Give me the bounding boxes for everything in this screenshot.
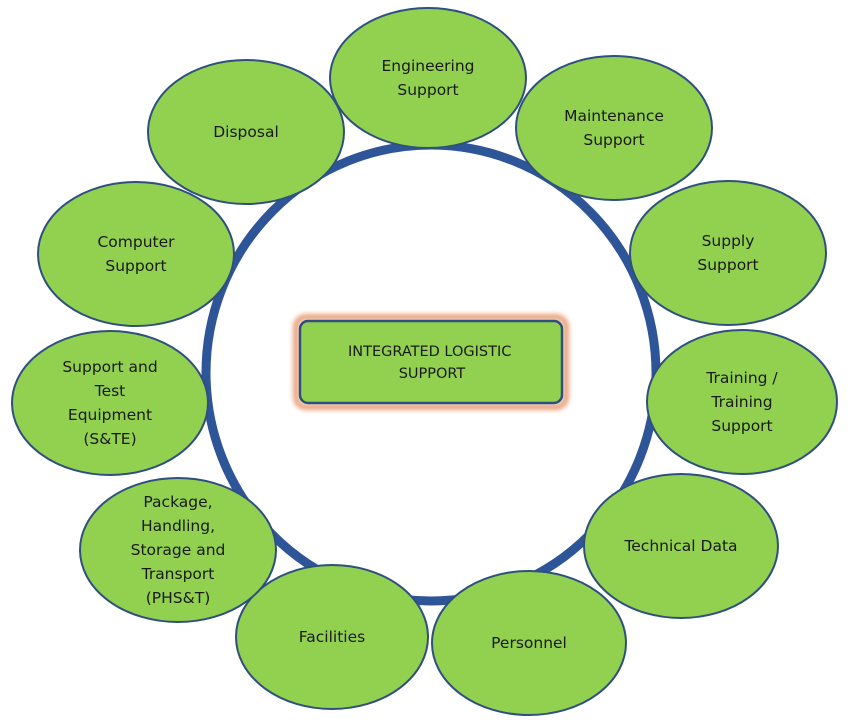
node-label-line: Supply <box>702 232 755 250</box>
node-label-disposal: Disposal <box>213 123 279 141</box>
node-label-line: Support <box>711 417 772 435</box>
node-label-line: Test <box>94 382 126 400</box>
node-label-line: Technical Data <box>623 537 737 555</box>
node-label-line: (S&TE) <box>83 430 136 448</box>
node-label-line: Maintenance <box>564 107 664 125</box>
node-ellipse-phst <box>79 477 277 623</box>
node-label-technical-data: Technical Data <box>623 537 737 555</box>
center-box-glow <box>293 314 569 410</box>
node-ellipse-supply-support <box>629 180 827 326</box>
node-label-facilities: Facilities <box>299 628 365 646</box>
node-label-line: Support <box>583 131 644 149</box>
center-label-line-2: SUPPORT <box>399 366 466 382</box>
node-ellipse-engineering-support <box>329 7 527 149</box>
node-ellipse-ste <box>11 330 209 476</box>
node-ellipse-facilities <box>235 564 429 710</box>
node-label-line: Support <box>697 256 758 274</box>
node-label-line: Facilities <box>299 628 365 646</box>
node-disposal: Disposal <box>147 59 345 205</box>
center-box-body <box>298 319 564 405</box>
center-label: INTEGRATED LOGISTIC SUPPORT <box>348 344 516 382</box>
center-label-line-1: INTEGRATED LOGISTIC <box>348 344 511 360</box>
node-label-line: Package, <box>143 493 212 511</box>
center-box: INTEGRATED LOGISTIC SUPPORT <box>293 314 569 410</box>
node-label-line: Support <box>397 81 458 99</box>
node-label-line: Engineering <box>382 57 475 75</box>
node-ellipse-technical-data <box>583 473 779 619</box>
node-label-line: Computer <box>97 233 175 251</box>
node-personnel: Personnel <box>431 570 627 716</box>
node-label-line: Personnel <box>491 634 567 652</box>
node-label-line: Training / <box>705 369 778 387</box>
node-label-line: Training <box>710 393 772 411</box>
node-label-line: Storage and <box>131 541 226 559</box>
node-label-line: Support <box>105 257 166 275</box>
node-facilities: Facilities <box>235 564 429 710</box>
node-label-line: Transport <box>141 565 215 583</box>
node-label-line: Support and <box>62 358 157 376</box>
node-ellipse-computer-support <box>37 181 235 327</box>
node-technical-data: Technical Data <box>583 473 779 619</box>
node-ellipse-personnel <box>431 570 627 716</box>
node-label-line: (PHS&T) <box>146 589 211 607</box>
node-label-line: Equipment <box>68 406 152 424</box>
node-label-line: Handling, <box>141 517 215 535</box>
node-ellipse-maintenance-support <box>515 55 713 201</box>
node-label-personnel: Personnel <box>491 634 567 652</box>
node-ellipse-disposal <box>147 59 345 205</box>
node-label-line: Disposal <box>213 123 279 141</box>
node-ellipse-training-support <box>646 329 838 475</box>
